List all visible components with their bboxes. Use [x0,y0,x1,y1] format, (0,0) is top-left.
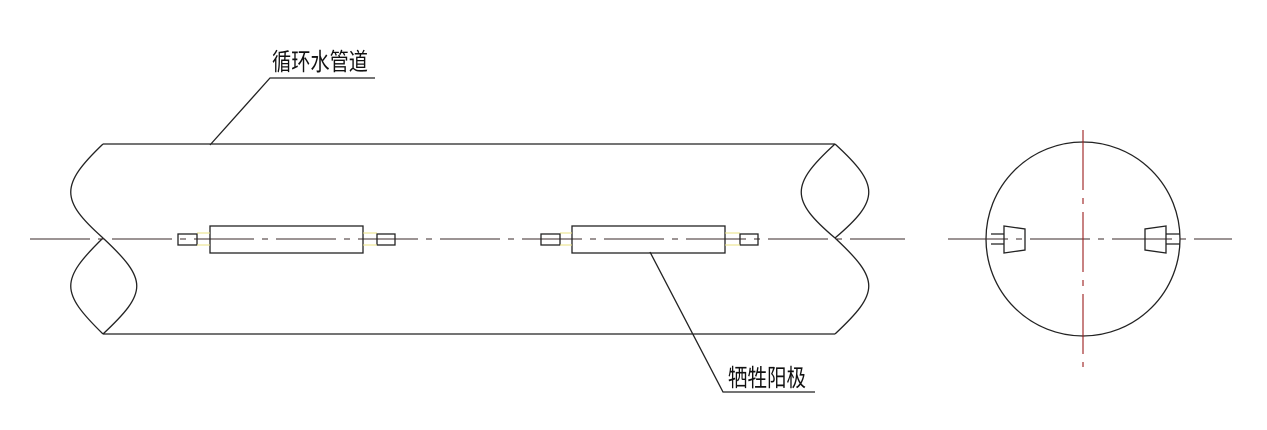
anode-leader-line [649,251,815,393]
anode-rod-right [739,233,759,246]
anode-connector [560,232,740,246]
anode-connector [197,232,377,246]
anode-1 [177,225,396,254]
pipe-side-view [30,143,905,335]
anode-2 [540,225,759,254]
anode-label: 牺牲阳极 [728,364,806,392]
anode-rod-right [376,233,396,246]
pipe-leader-line [209,77,375,146]
pipe-right-break-lower [834,237,870,335]
pipe-label: 循环水管道 [272,48,368,76]
pipe-callout: 循环水管道 [209,48,375,146]
section-anode-right-rod [1166,233,1180,245]
section-anode-left-rod [991,233,1004,245]
pipe-right-break-upper [800,143,870,239]
anode-callout: 牺牲阳极 [649,251,815,393]
pipe-left-break-lower [70,237,138,335]
anode-body [571,225,726,254]
pipe-left-break-upper [70,143,104,239]
pipe-cross-section [948,130,1232,367]
anode-rod-left [177,233,198,246]
anode-rod-left [540,233,561,246]
anode-body [209,225,364,254]
